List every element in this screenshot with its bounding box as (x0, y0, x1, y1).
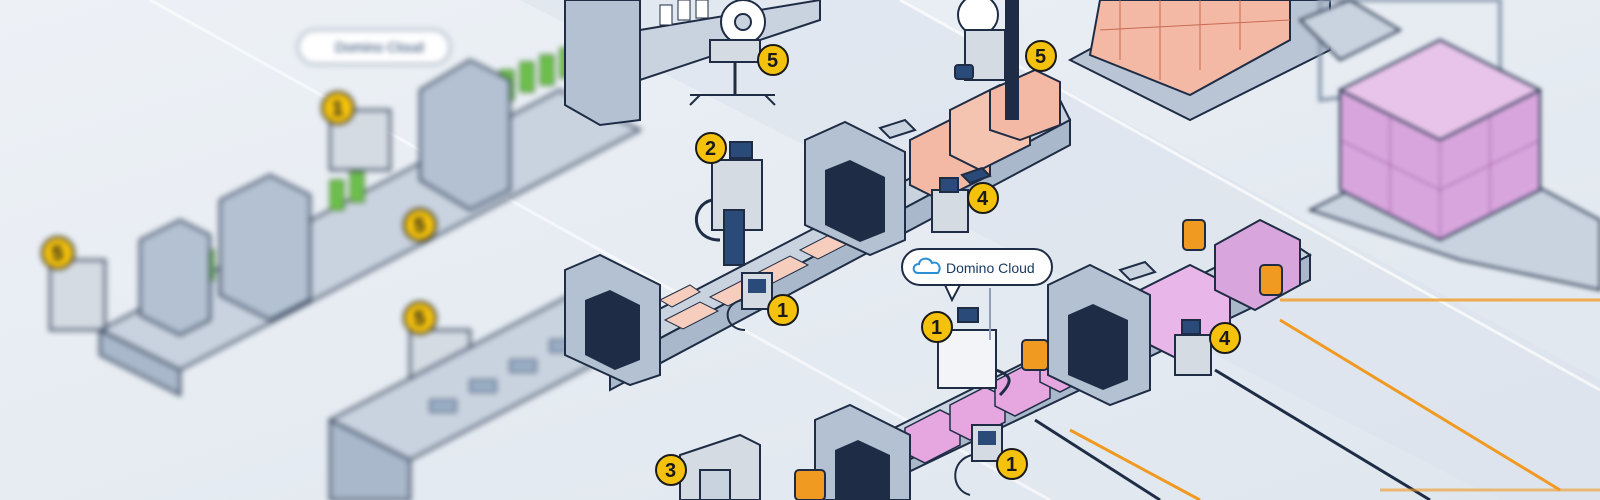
faded-badge-d: 5 (414, 308, 425, 330)
controller-unit-bottom (954, 424, 1003, 496)
badge-2-circle (695, 132, 727, 164)
badge-1-cloud-circle (921, 311, 953, 343)
badge-3-circle (655, 454, 687, 486)
faded-badge-c: 5 (52, 243, 63, 265)
faded-badge-a: 1 (332, 98, 343, 120)
badge-2: 2 (705, 138, 716, 160)
vision-scanner-right (1118, 260, 1212, 376)
lower-tunnel-right-opening (1068, 304, 1128, 390)
badge-5-top-right-circle (1025, 40, 1057, 72)
floor-walkway (520, 0, 1600, 500)
badge-1-cloud: 1 (931, 317, 942, 339)
faded-cloud-label: Domino Cloud (335, 39, 424, 55)
badge-5-top-left-circle (757, 44, 789, 76)
label-applicator-top-left (689, 0, 776, 106)
lower-tunnel-left-opening (835, 440, 890, 500)
badge-4-mid-circle (967, 182, 999, 214)
controller-unit-mid (726, 272, 773, 331)
inkjet-printer-1 (937, 288, 1011, 397)
floor-cables (1034, 298, 1600, 500)
vision-scanner-mid (878, 118, 992, 233)
label-applicator-top-right (954, 0, 1019, 120)
badge-5-top-right: 5 (1035, 46, 1046, 68)
faded-badge-b: 5 (414, 215, 425, 237)
badge-4-mid: 4 (977, 188, 989, 210)
laser-coders (794, 219, 1283, 500)
badge-1-mid: 1 (777, 300, 788, 322)
middle-tunnel-left-opening (585, 290, 640, 370)
badge-1-bottom-circle (996, 448, 1028, 480)
cloud-icon (912, 257, 941, 274)
badge-1-bottom: 1 (1006, 454, 1017, 476)
inkjet-printer-2 (695, 141, 763, 266)
badge-1-mid-circle (767, 294, 799, 326)
case-packer-3 (679, 433, 761, 500)
badge-4-right-circle (1209, 322, 1241, 354)
domino-cloud-callout: Domino Cloud (901, 248, 1053, 303)
badge-5-top-left: 5 (767, 50, 778, 72)
badge-4-right: 4 (1219, 328, 1231, 350)
domino-cloud-label: Domino Cloud (946, 260, 1035, 276)
middle-tunnel-right-opening (825, 160, 885, 242)
floor-edge-line (149, 0, 1051, 500)
badge-3: 3 (665, 460, 676, 482)
pallet-purple (1307, 38, 1600, 292)
